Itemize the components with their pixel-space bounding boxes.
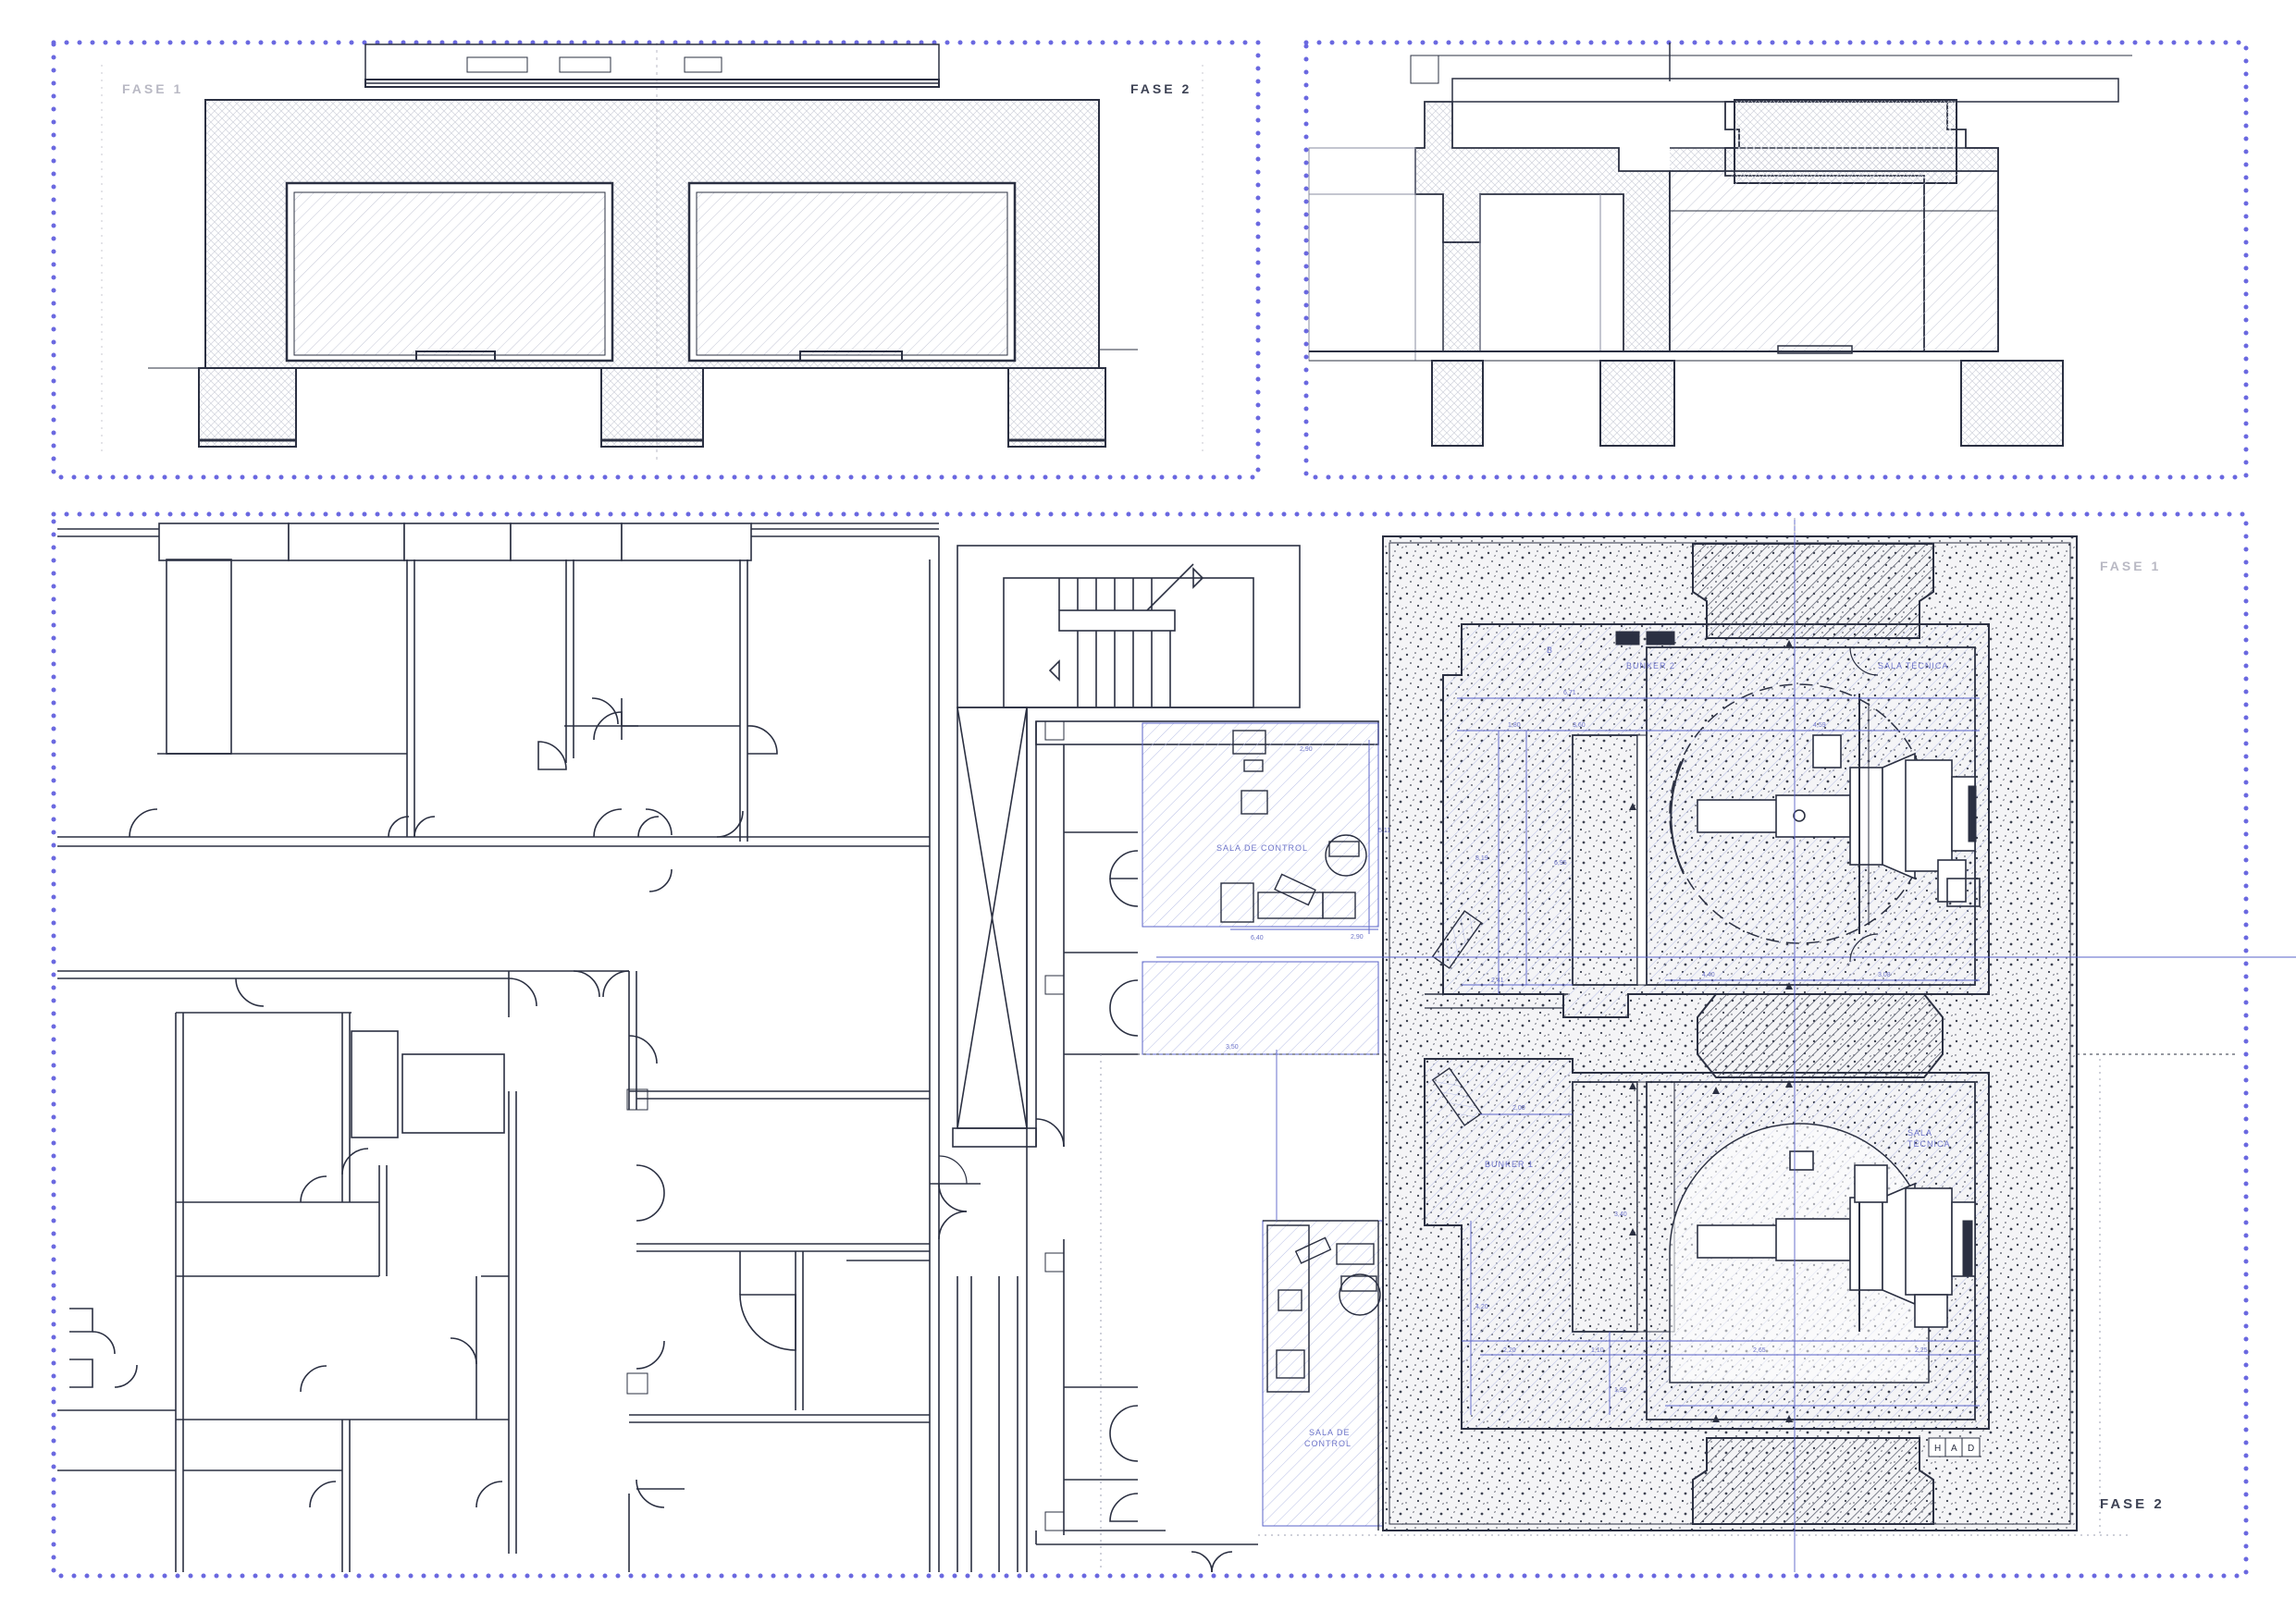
dim-label: 4,59 [1813,722,1826,729]
dim-label: 2,20 [1503,1347,1516,1354]
room-sala-tecnica-top-label: SALA TÉCNICA [1878,661,1948,670]
dim-label: 2,90 [1300,746,1313,753]
site-reference-lines [1100,518,2128,1572]
dim-label: 4,20 [1475,1304,1488,1310]
section-drawing-right [1308,43,2132,447]
legend-h: H [1934,1444,1941,1454]
legend-d: D [1968,1444,1974,1454]
plan-control-rooms [1142,722,1389,1531]
section-left-phase-1-label: FASE 1 [122,81,183,96]
dim-label: 3,50 [1226,1044,1239,1051]
room-sala-tecnica-mid-label-2: TÉCNICA [1907,1139,1951,1149]
dim-label: 2,25 [1915,1347,1928,1354]
dim-label: 1,80 [1508,722,1521,729]
dim-label: 6,95 [1554,860,1567,867]
plan-frame [51,511,2249,1579]
section-left-phase-2-label: FASE 2 [1130,81,1191,96]
dim-label: 6,71 [1563,690,1576,696]
dim-label: 3,40 [1614,1211,1627,1218]
section-drawing-left [101,43,1204,462]
room-sala-control-bot-label-2: CONTROL [1304,1439,1352,1448]
section-frame-left [51,40,1261,480]
dim-label: 4,40 [1702,972,1715,978]
room-sala-control-top-label: SALA DE CONTROL [1216,843,1308,853]
dim-label: 8,19 [1475,855,1488,862]
dim-label: 2,65 [1753,1347,1766,1354]
plan-phase-2-label: FASE 2 [2100,1496,2165,1512]
legend-a: A [1951,1444,1957,1454]
plan-bunkers [1092,518,2296,1572]
section-mark-label: B [1547,646,1553,655]
dim-label: 3,60 [1573,722,1586,729]
dim-label: 1,10 [1591,1347,1604,1354]
dim-label: 5,11 [1378,828,1390,834]
room-sala-control-bot-label-1: SALA DE [1309,1428,1351,1437]
dim-label: 1,90 [1614,1387,1627,1394]
dim-label: 3,08 [1878,972,1891,978]
room-bunker-1-label: BUNKER 1 [1485,1160,1534,1169]
dim-label: 2,90 [1351,934,1364,941]
room-sala-tecnica-mid-label-1: SALA [1907,1128,1932,1137]
dim-label: 6,40 [1251,935,1264,941]
plan-existing-building [57,523,1379,1573]
room-bunker-2-label: BUNKER 2 [1626,661,1675,670]
dim-label: 2,41 [1491,977,1504,984]
plan-phase-1-label: FASE 1 [2100,559,2161,573]
dim-label: 2,00 [1512,1105,1525,1112]
